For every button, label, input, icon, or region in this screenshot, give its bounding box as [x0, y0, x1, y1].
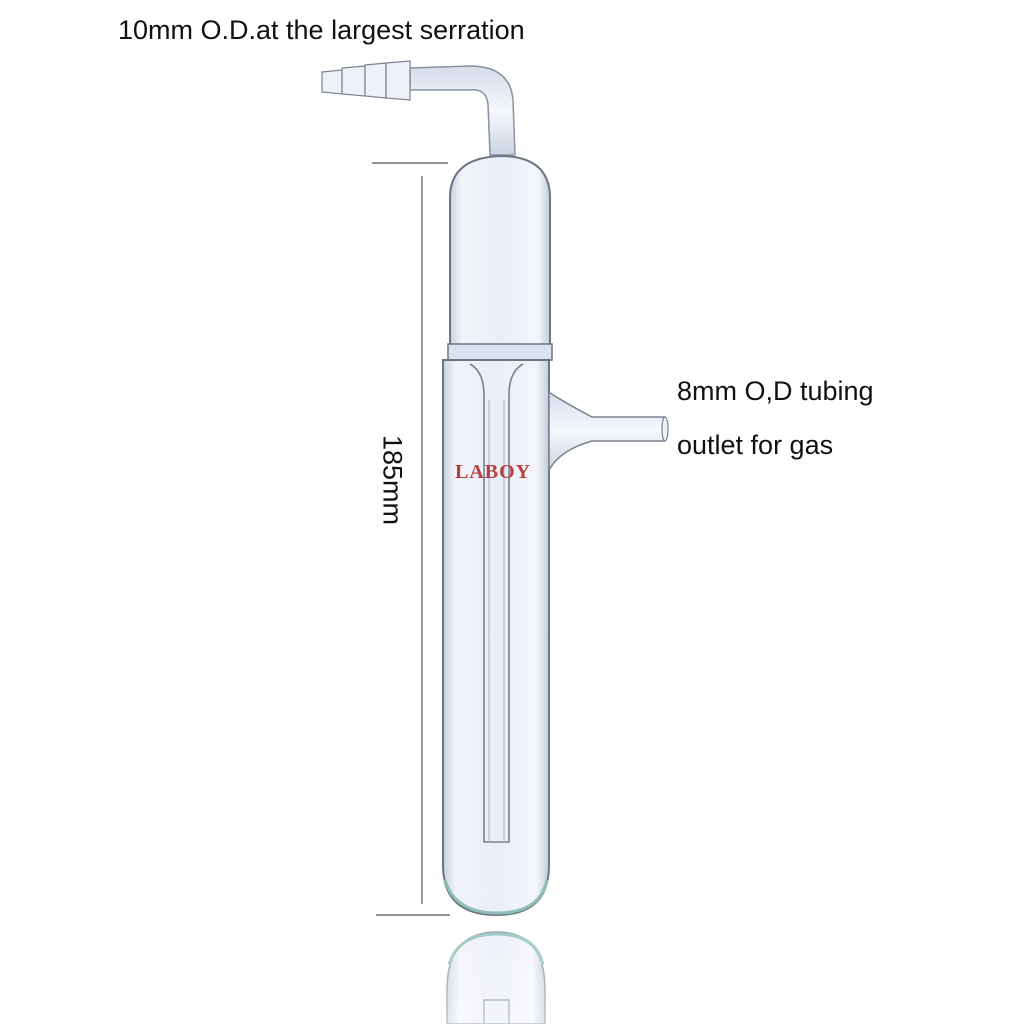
main-tube [442, 359, 550, 917]
upper-bulb [447, 154, 553, 361]
serration-annotation: 10mm O.D.at the largest serration [118, 15, 525, 45]
hose-barb-inlet [321, 60, 516, 156]
brand-mark: LABOY [455, 461, 531, 483]
side-outlet-tube [548, 390, 669, 471]
height-dimension-label: 185mm [377, 434, 408, 526]
reflection [440, 925, 555, 1024]
dimension-line [372, 162, 450, 916]
outlet-annotation: outlet for gas [677, 430, 834, 460]
tubing-annotation: 8mm O,D tubing [677, 376, 874, 406]
